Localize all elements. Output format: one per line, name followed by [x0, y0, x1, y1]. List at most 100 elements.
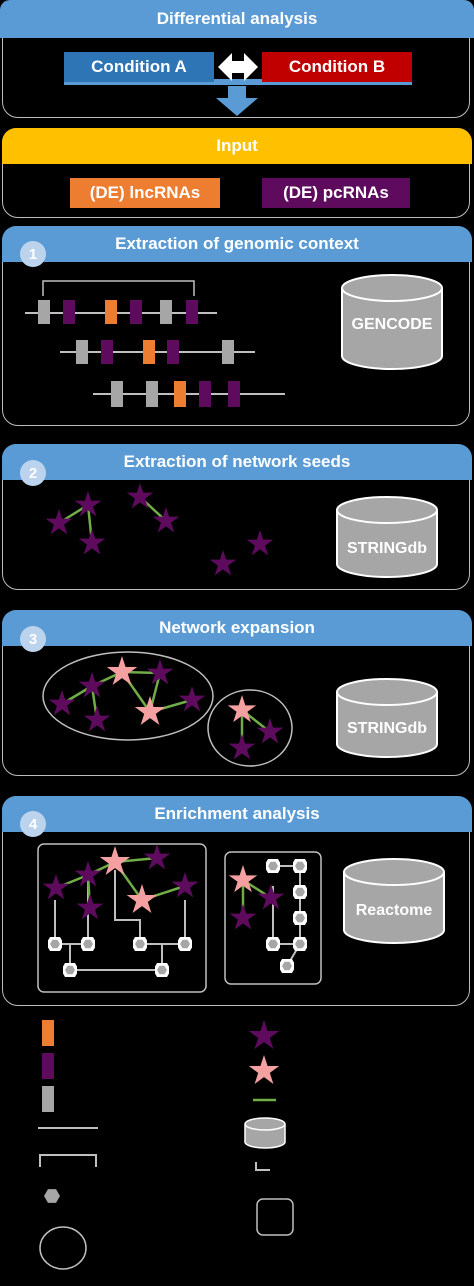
differential-analysis-title: Differential analysis [156, 9, 318, 28]
lncrna-input-box: (DE) lncRNAs [70, 178, 220, 208]
network-seeds-illustration [45, 483, 274, 576]
context-bracket [42, 280, 195, 296]
legend-lncrna-star-icon [248, 1055, 280, 1084]
pathway-hex-icon [133, 938, 147, 950]
pathway-hex-icon [178, 938, 192, 950]
network-expansion-illustration [42, 651, 293, 767]
enrichment-illustration [37, 843, 322, 993]
pcrna-star-icon [45, 509, 73, 535]
pathway-outline [37, 843, 207, 993]
condition-a-box: Condition A [64, 52, 214, 82]
pcrna-block [130, 300, 142, 324]
step-2-number: 2 [20, 460, 46, 486]
genomic-context-illustration [25, 280, 285, 407]
lncrna-block [174, 381, 186, 407]
step-4-title: Enrichment analysis [154, 804, 320, 823]
pcrna-star-icon [171, 872, 199, 898]
input-header: Input [2, 128, 472, 164]
gene-block [146, 381, 158, 407]
step-3-number: 3 [20, 626, 46, 652]
stringdb-label: STRINGdb [347, 540, 427, 557]
pcrna-block [228, 381, 240, 407]
pcrna-star-icon [257, 884, 285, 910]
lncrna-block [105, 300, 117, 324]
pathway-outline [224, 851, 322, 985]
gencode-database-icon: GENCODE [341, 274, 443, 370]
step-3-title: Network expansion [159, 618, 315, 637]
pcrna-block [167, 340, 179, 364]
step-1-number: 1 [20, 241, 46, 267]
legend-gene-block [42, 1086, 54, 1112]
pcrna-block [199, 381, 211, 407]
pathway-hex-icon [266, 938, 280, 950]
pcrna-star-icon [178, 686, 206, 712]
pcrna-star-icon [143, 844, 171, 870]
condition-b-box: Condition B [262, 52, 412, 82]
step-4-header: Enrichment analysis [2, 796, 472, 832]
reactome-label: Reactome [356, 902, 433, 919]
condition-a-label: Condition A [91, 57, 187, 76]
stringdb-label: STRINGdb [347, 720, 427, 737]
input-title: Input [216, 136, 258, 155]
pathway-hex-icon [293, 886, 307, 898]
pcrna-star-icon [83, 706, 111, 732]
lncrna-input-label: (DE) lncRNAs [89, 183, 201, 202]
condition-b-label: Condition B [288, 57, 386, 76]
pathway-hex-icon [48, 938, 62, 950]
pcrna-star-icon [48, 690, 76, 716]
reactome-database-icon: Reactome [343, 858, 445, 944]
legend-pcrna-block [42, 1053, 54, 1079]
differential-analysis-header: Differential analysis [0, 0, 474, 38]
pathway-hex-icon [293, 938, 307, 950]
lncrna-star-icon [134, 696, 166, 725]
down-arrow-icon [216, 86, 258, 116]
pcrna-star-icon [209, 550, 237, 576]
pcrna-block [63, 300, 75, 324]
step-1-header: Extraction of genomic context [2, 226, 472, 262]
legend-hex-icon [44, 1189, 60, 1203]
gene-block [222, 340, 234, 364]
legend-pathway-outline [256, 1198, 294, 1236]
pcrna-block [186, 300, 198, 324]
pcrna-star-icon [256, 718, 284, 744]
gene-block [76, 340, 88, 364]
lncrna-star-icon [126, 884, 158, 913]
legend [38, 1020, 294, 1270]
pcrna-star-icon [42, 874, 70, 900]
pcrna-star-icon [78, 529, 106, 555]
pcrna-star-icon [76, 894, 104, 920]
lncrna-block [143, 340, 155, 364]
double-arrow-icon [218, 53, 258, 81]
gencode-label: GENCODE [352, 316, 433, 333]
module-outline [207, 689, 293, 767]
pcrna-input-box: (DE) pcRNAs [262, 178, 410, 208]
lncrna-star-icon [106, 656, 138, 685]
stringdb-database-icon: STRINGdb [336, 496, 438, 578]
pcrna-star-icon [246, 530, 274, 556]
pcrna-input-label: (DE) pcRNAs [283, 183, 389, 202]
pathway-hex-icon [280, 960, 294, 972]
legend-pcrna-star-icon [248, 1020, 280, 1049]
legend-connector-icon [255, 1162, 270, 1171]
legend-bracket-icon [39, 1154, 97, 1167]
pathway-hex-icon [293, 860, 307, 872]
pcrna-star-icon [228, 734, 256, 760]
pcrna-star-icon [229, 904, 257, 930]
pathway-hex-icon [293, 912, 307, 924]
pathway-hex-icon [63, 964, 77, 976]
pathway-hex-icon [155, 964, 169, 976]
step-4-number: 4 [20, 811, 46, 837]
module-outline [42, 651, 214, 741]
legend-module-outline [39, 1226, 87, 1270]
pcrna-block [101, 340, 113, 364]
step-1-title: Extraction of genomic context [115, 234, 359, 253]
step-3-header: Network expansion [2, 610, 472, 646]
pathway-hex-icon [266, 860, 280, 872]
stringdb-database-icon: STRINGdb [336, 678, 438, 758]
step-2-header: Extraction of network seeds [2, 444, 472, 480]
pathway-hex-icon [81, 938, 95, 950]
condition-bar [64, 79, 412, 85]
legend-database-icon [244, 1117, 286, 1149]
legend-lncrna-block [42, 1020, 54, 1046]
